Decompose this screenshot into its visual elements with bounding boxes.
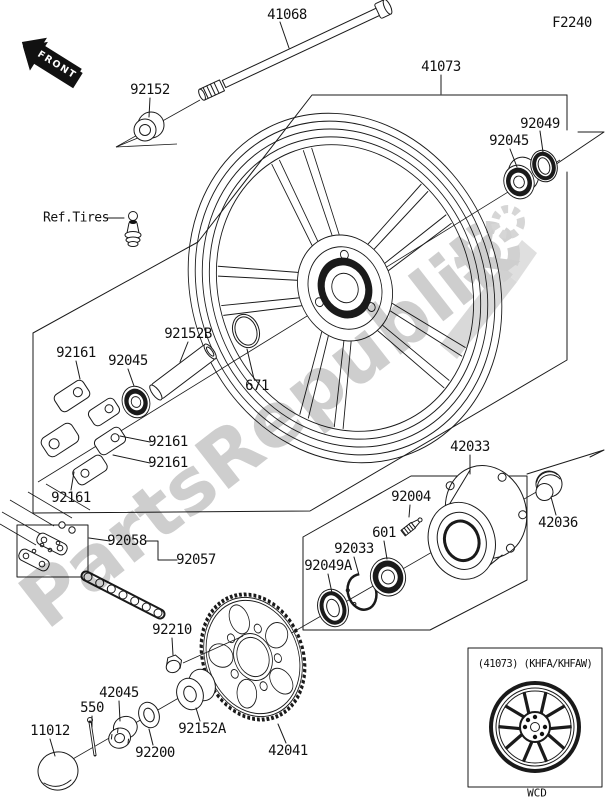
inset-wheel — [489, 681, 581, 773]
nut-92210 — [165, 635, 244, 674]
bearing-601 — [369, 557, 407, 597]
oring-671 — [231, 313, 261, 349]
seal-92049 — [530, 149, 558, 183]
wheel-box-outline — [32, 94, 605, 514]
front-direction-arrow: FRONT — [21, 37, 83, 89]
grease-fitting-92004 — [400, 517, 423, 537]
castle-nut-42045 — [108, 715, 138, 749]
wheel-spokes — [217, 147, 466, 430]
damper-set-92161 — [40, 379, 127, 486]
leader-lines — [49, 21, 557, 757]
tire-valve — [124, 211, 142, 247]
inset-box — [467, 647, 603, 788]
cap-42036 — [535, 470, 563, 502]
master-link-plates — [18, 521, 76, 572]
hub-box-outline — [302, 449, 605, 631]
chain-run — [80, 570, 166, 620]
wheel-hub — [296, 234, 394, 342]
bearing-92045-left — [121, 385, 151, 419]
washer-92200 — [138, 701, 160, 729]
sleeve-92152B — [149, 343, 217, 401]
rear-axle — [198, 0, 393, 101]
axle-nut-92152 — [133, 111, 165, 142]
cap-11012 — [37, 751, 79, 791]
axle-threads — [198, 79, 226, 101]
rear-hub-42033 — [427, 465, 528, 580]
sprocket-42041 — [199, 592, 307, 722]
cotter-pin-550 — [87, 717, 97, 757]
chain-group — [0, 483, 166, 620]
collar-92152A — [176, 668, 216, 711]
seal-92049A — [317, 588, 349, 628]
watermark-text: PartsRepublik — [3, 205, 531, 645]
